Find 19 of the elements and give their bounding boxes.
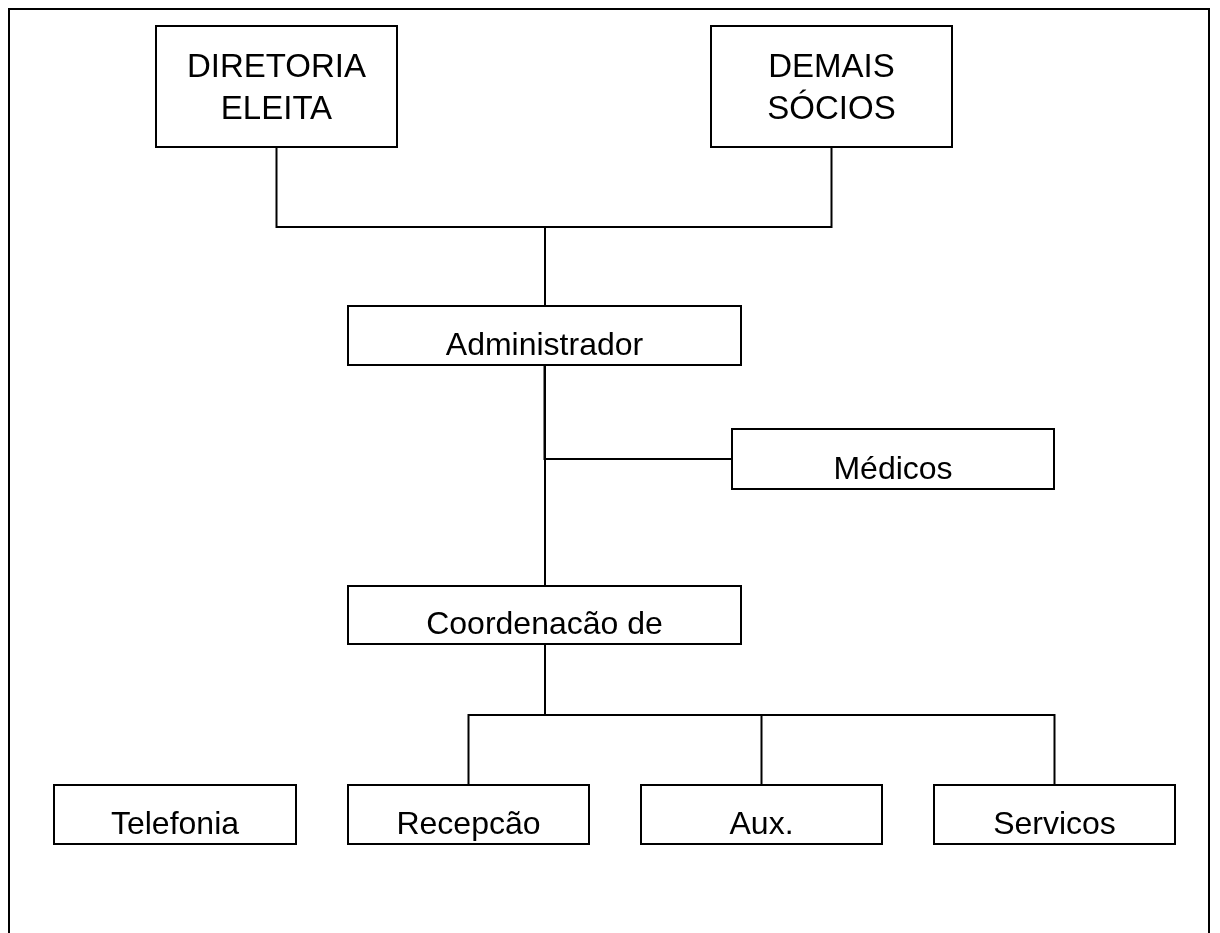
box-label: Médicos [833, 450, 953, 486]
box-label: DIRETORIA ELEITA [186, 46, 367, 128]
box-label: Recepcão [396, 805, 541, 841]
org-box [155, 25, 398, 148]
org-box [53, 784, 297, 845]
org-box [731, 428, 1055, 490]
box-label: Coordenacão de [426, 605, 663, 641]
box-label: DEMAIS SÓCIOS [766, 46, 897, 128]
org-box [347, 784, 590, 845]
org-box [710, 25, 953, 148]
org-box [347, 305, 742, 366]
org-box [933, 784, 1176, 845]
box-label: Servicos [993, 805, 1116, 841]
box-label: Administrador [445, 326, 644, 362]
box-label: Telefonia [110, 805, 240, 841]
org-box [640, 784, 883, 845]
connector-line [543, 365, 732, 460]
org-box [347, 585, 742, 645]
box-label: Aux. [729, 805, 794, 841]
